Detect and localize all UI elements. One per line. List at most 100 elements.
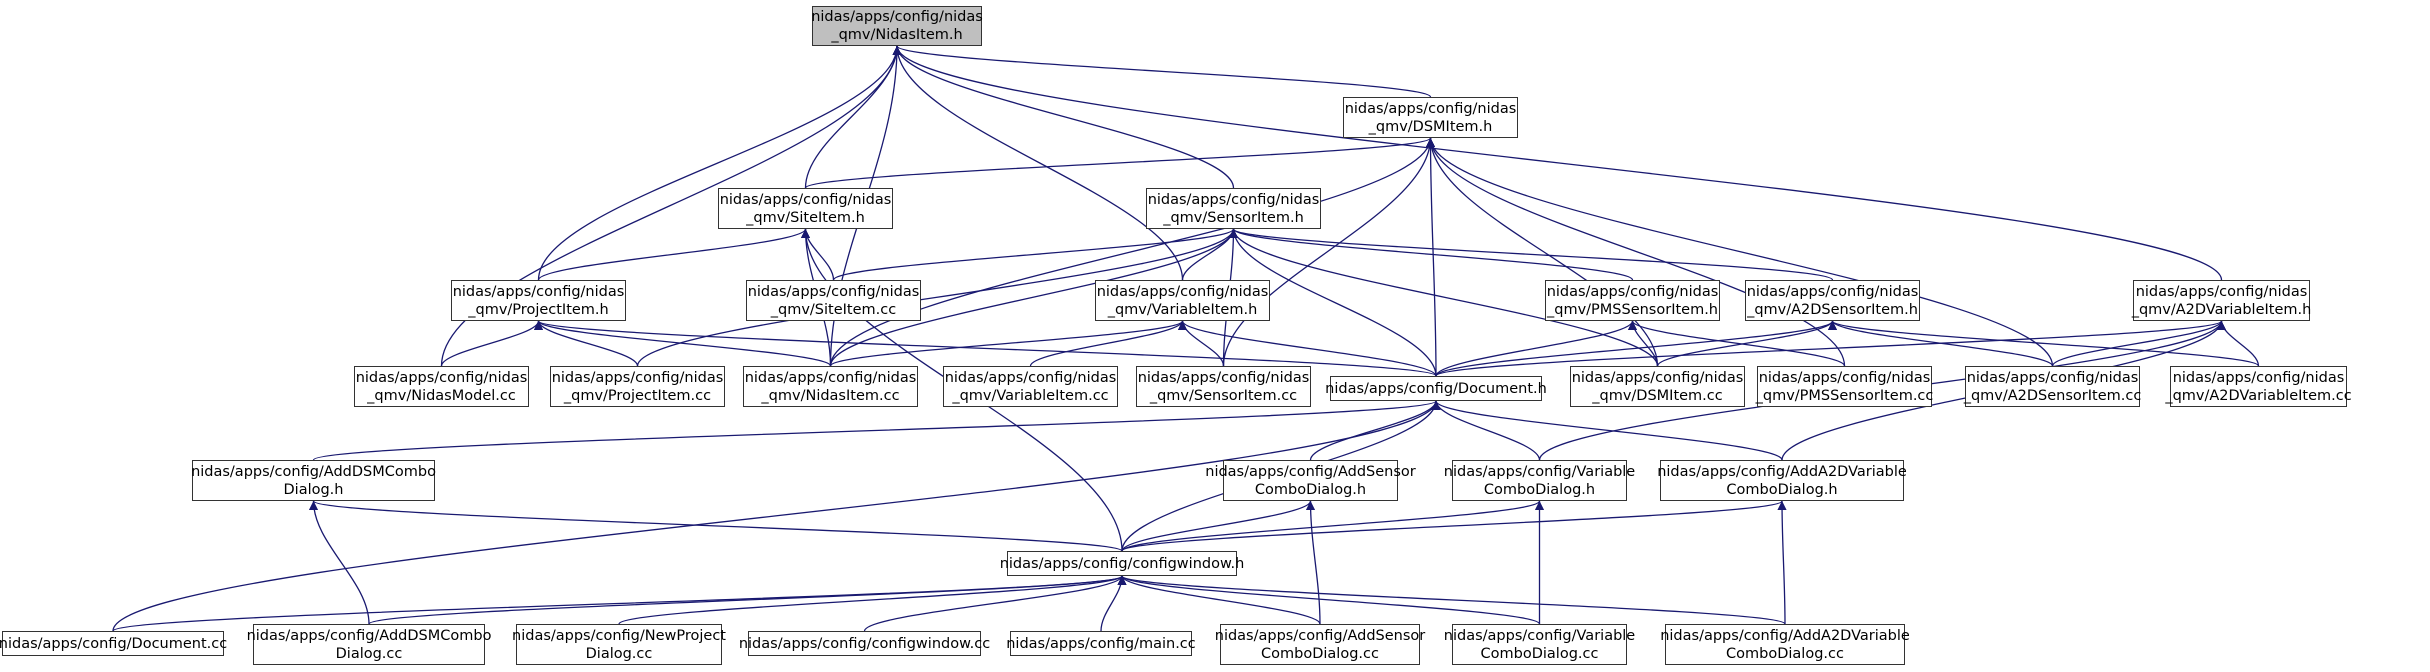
file-node-label-line: nidas/apps/config/Document.cc xyxy=(0,635,228,652)
dependency-edge xyxy=(892,45,1184,281)
file-node-label-line: nidas/apps/config/nidas xyxy=(1746,283,1919,300)
file-node-label-line: _qmv/DSMItem.h xyxy=(1368,118,1493,135)
file-node-label-line: _qmv/SensorItem.h xyxy=(1163,209,1304,226)
file-node-nidasmodel-cc[interactable]: nidas/apps/config/nidas_qmv/NidasModel.c… xyxy=(354,366,529,407)
file-node-label-line: nidas/apps/config/nidas xyxy=(1571,369,1744,386)
dependency-edge xyxy=(1029,320,1187,367)
dependency-edge xyxy=(1431,400,1783,461)
file-node-projectitem-h[interactable]: nidas/apps/config/nidas_qmv/ProjectItem.… xyxy=(451,280,626,321)
file-node-label-line: ComboDialog.h xyxy=(1254,481,1367,498)
file-node-pmssensoritem-cc[interactable]: nidas/apps/config/nidas_qmv/PMSSensorIte… xyxy=(1755,366,1934,407)
dependency-edge xyxy=(1100,575,1127,632)
dependency-edge xyxy=(863,575,1127,632)
file-node-label-line: nidas/apps/config/nidas xyxy=(744,369,917,386)
file-node-label-line: _qmv/ProjectItem.h xyxy=(468,301,609,318)
file-node-label-line: _qmv/SiteItem.cc xyxy=(770,301,897,318)
dependency-edge xyxy=(829,228,1238,367)
file-node-configwindow-h[interactable]: nidas/apps/config/configwindow.h xyxy=(1000,551,1244,576)
dependency-edge xyxy=(1426,137,1846,367)
file-node-label-line: Dialog.h xyxy=(283,481,344,498)
dependency-edge xyxy=(1426,137,1437,377)
file-node-label-line: _qmv/PMSSensorItem.cc xyxy=(1755,387,1934,404)
file-node-label-line: _qmv/VariableItem.cc xyxy=(952,387,1109,404)
file-node-label-line: nidas/apps/config/nidas xyxy=(2172,369,2345,386)
dependency-edge xyxy=(801,228,835,281)
file-node-nidasitem-h[interactable]: nidas/apps/config/nidas_qmv/NidasItem.h xyxy=(811,6,983,46)
dependency-edge xyxy=(2217,320,2260,367)
file-node-a2dvariableitem-h[interactable]: nidas/apps/config/nidas_qmv/A2DVariableI… xyxy=(2132,280,2311,321)
file-node-label-line: nidas/apps/config/NewProject xyxy=(512,627,726,644)
dependency-edge xyxy=(1426,137,2054,367)
dependency-edge xyxy=(1628,320,1846,367)
dependency-edge xyxy=(309,500,1123,552)
file-node-pmssensoritem-h[interactable]: nidas/apps/config/nidas_qmv/PMSSensorIte… xyxy=(1545,280,1720,321)
dependency-edge xyxy=(892,45,1432,98)
file-node-label-line: Dialog.cc xyxy=(585,645,653,662)
dependency-edge xyxy=(309,500,370,625)
file-node-dsmitem-cc[interactable]: nidas/apps/config/nidas_qmv/DSMItem.cc xyxy=(1570,366,1745,407)
file-node-label-line: nidas/apps/config/nidas xyxy=(747,283,920,300)
dependency-edge xyxy=(534,320,832,367)
dependency-edge xyxy=(829,137,1435,367)
file-node-label-line: nidas/apps/config/Document.h xyxy=(1325,380,1547,397)
file-node-label-line: nidas/apps/config/main.cc xyxy=(1006,635,1196,652)
file-node-projectitem-cc[interactable]: nidas/apps/config/nidas_qmv/ProjectItem.… xyxy=(550,366,725,407)
file-node-document-h[interactable]: nidas/apps/config/Document.h xyxy=(1325,376,1547,401)
file-node-label-line: nidas/apps/config/nidas xyxy=(1137,369,1310,386)
file-node-variableitem-cc[interactable]: nidas/apps/config/nidas_qmv/VariableItem… xyxy=(943,366,1118,407)
file-node-a2dsensoritem-cc[interactable]: nidas/apps/config/nidas_qmv/A2DSensorIte… xyxy=(1963,366,2142,407)
dependency-edge xyxy=(1777,500,1787,625)
file-node-label-line: ComboDialog.cc xyxy=(1726,645,1844,662)
file-node-label-line: ComboDialog.cc xyxy=(1480,645,1599,662)
file-node-siteitem-h[interactable]: nidas/apps/config/nidas_qmv/SiteItem.h xyxy=(718,188,893,229)
dependency-edge xyxy=(1656,320,1837,367)
file-node-label-line: nidas/apps/config/AddA2DVariable xyxy=(1657,463,1907,480)
file-node-label-line: _qmv/NidasItem.h xyxy=(831,27,963,43)
file-node-label-line: _qmv/A2DSensorItem.h xyxy=(1747,301,1918,318)
file-node-a2dsensoritem-h[interactable]: nidas/apps/config/nidas_qmv/A2DSensorIte… xyxy=(1745,280,1920,321)
file-node-siteitem-cc[interactable]: nidas/apps/config/nidas_qmv/SiteItem.cc xyxy=(746,280,921,321)
file-node-label-line: ComboDialog.cc xyxy=(1261,645,1379,662)
file-node-label-line: nidas/apps/config/AddSensor xyxy=(1205,463,1416,480)
file-node-sensoritem-h[interactable]: nidas/apps/config/nidas_qmv/SensorItem.h xyxy=(1146,188,1321,229)
dependency-edge xyxy=(892,45,1235,189)
dependency-edge xyxy=(1435,320,2226,377)
dependency-edge xyxy=(1121,500,1315,552)
file-node-sensoritem-cc[interactable]: nidas/apps/config/nidas_qmv/SensorItem.c… xyxy=(1136,366,1311,407)
dependency-edge xyxy=(1178,320,1437,377)
file-node-a2dvariableitem-cc[interactable]: nidas/apps/config/nidas_qmv/A2DVariableI… xyxy=(2165,366,2352,407)
file-node-label-line: nidas/apps/config/nidas xyxy=(551,369,724,386)
file-node-label-line: nidas/apps/config/nidas xyxy=(355,369,528,386)
file-node-label-line: nidas/apps/config/nidas xyxy=(1096,283,1269,300)
file-node-label-line: _qmv/SiteItem.h xyxy=(746,209,865,226)
file-node-label-line: nidas/apps/config/AddA2DVariable xyxy=(1660,627,1910,644)
file-node-label-line: _qmv/PMSSensorItem.h xyxy=(1546,301,1718,318)
dependency-edge xyxy=(1229,228,1634,281)
file-node-nidasitem-cc[interactable]: nidas/apps/config/nidas_qmv/NidasItem.cc xyxy=(743,366,918,407)
dependency-edge xyxy=(1229,228,1659,367)
dependency-edge xyxy=(1178,320,1225,367)
dependency-edge xyxy=(1121,500,1544,552)
dependency-edge xyxy=(1222,137,1435,367)
file-node-configwindow-cc[interactable]: nidas/apps/config/configwindow.cc xyxy=(739,631,990,656)
file-node-main-cc[interactable]: nidas/apps/config/main.cc xyxy=(1006,631,1196,656)
file-node-label-line: _qmv/A2DSensorItem.cc xyxy=(1963,387,2142,404)
dependency-edge xyxy=(2051,320,2226,367)
file-node-label-line: nidas/apps/config/Variable xyxy=(1443,627,1636,644)
file-node-label-line: nidas/apps/config/configwindow.cc xyxy=(738,635,991,652)
dependency-edge xyxy=(440,320,543,367)
file-node-label-line: nidas/apps/config/nidas xyxy=(1546,283,1719,300)
file-node-variableitem-h[interactable]: nidas/apps/config/nidas_qmv/VariableItem… xyxy=(1095,280,1270,321)
file-node-document-cc[interactable]: nidas/apps/config/Document.cc xyxy=(0,631,228,656)
file-node-dsmitem-h[interactable]: nidas/apps/config/nidas_qmv/DSMItem.h xyxy=(1343,97,1518,138)
